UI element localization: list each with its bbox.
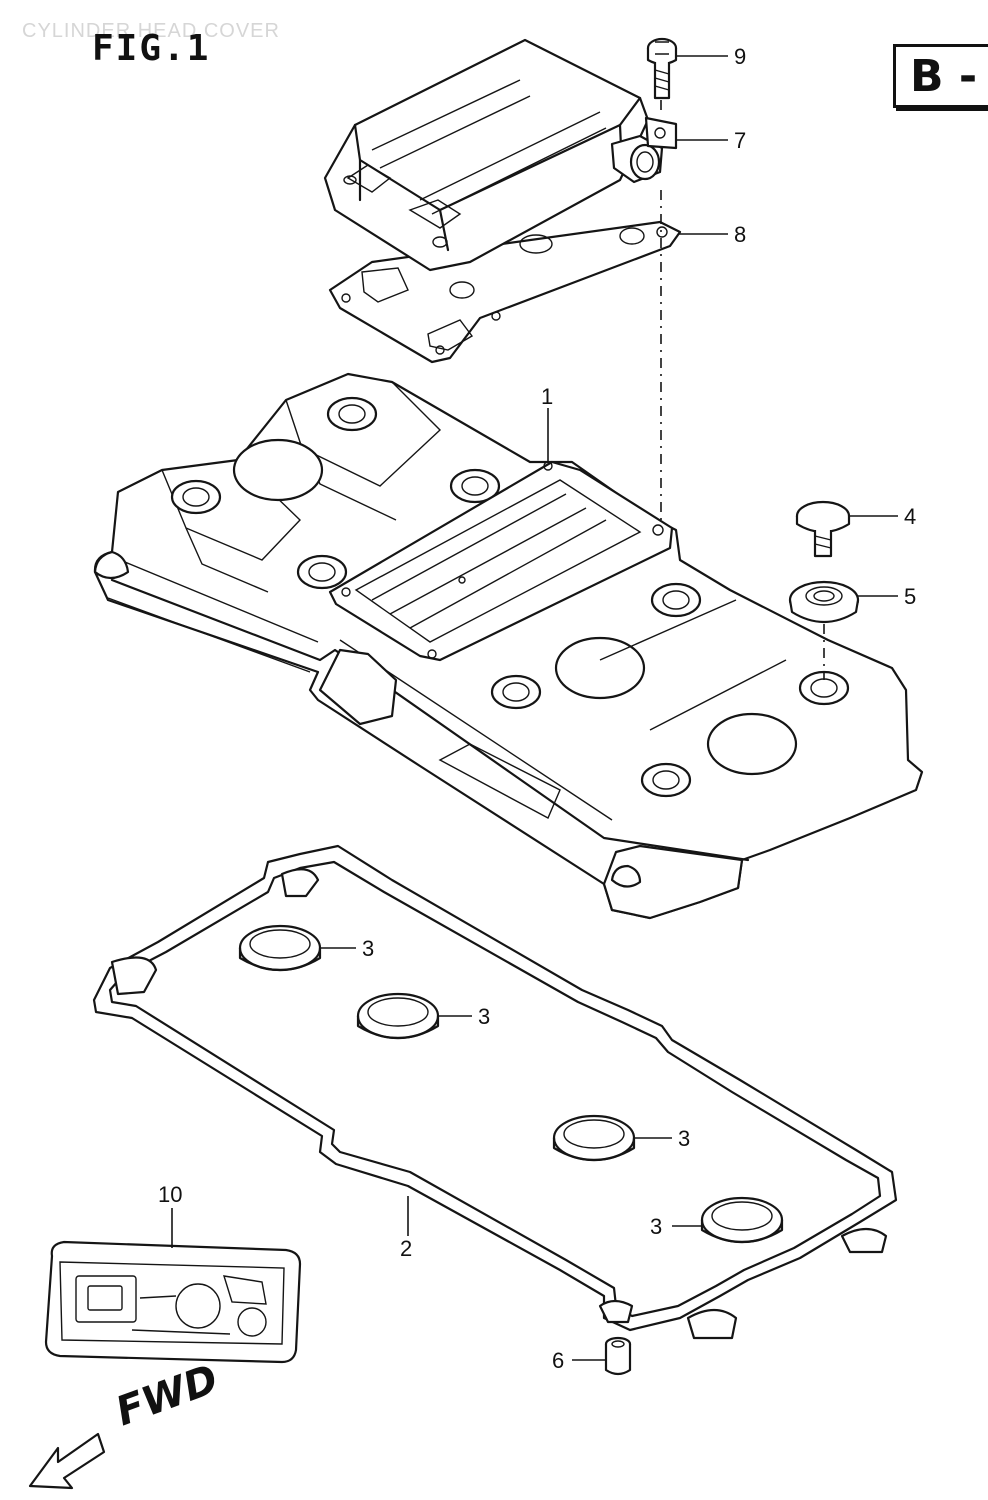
faint-title: CYLINDER HEAD COVER [22, 20, 280, 42]
part-5-grommet [788, 580, 860, 623]
callout-10: 10 [158, 1182, 182, 1207]
fwd-arrow-icon [28, 1432, 106, 1490]
callout-7: 7 [734, 128, 746, 153]
part-9-bolt [646, 37, 678, 100]
callout-1: 1 [541, 384, 553, 409]
part-7-breather-cover [323, 38, 678, 272]
part-3-ring-c [552, 1114, 636, 1162]
part-6-dowel [604, 1336, 632, 1376]
callout-9: 9 [734, 44, 746, 69]
part-10-gasket-set [44, 1240, 302, 1364]
leader-lines [171, 55, 898, 1361]
callout-8: 8 [734, 222, 746, 247]
callout-3-a: 3 [362, 936, 374, 961]
callout-2: 2 [400, 1236, 412, 1261]
callout-3-c: 3 [678, 1126, 690, 1151]
callout-3-d: 3 [650, 1214, 662, 1239]
callout-5: 5 [904, 584, 916, 609]
part-4-screw [795, 500, 851, 558]
part-2-gasket [92, 844, 898, 1340]
callout-3-b: 3 [478, 1004, 490, 1029]
part-3-ring-b [356, 992, 440, 1040]
callout-4: 4 [904, 504, 916, 529]
part-3-ring-a [238, 924, 322, 972]
section-badge-text: B - [910, 51, 978, 102]
callout-6: 6 [552, 1348, 564, 1373]
section-badge: B - [893, 44, 988, 108]
part-1-head-cover [93, 372, 924, 920]
part-3-ring-d [700, 1196, 784, 1244]
figure-label: FIG.1 [92, 28, 211, 69]
